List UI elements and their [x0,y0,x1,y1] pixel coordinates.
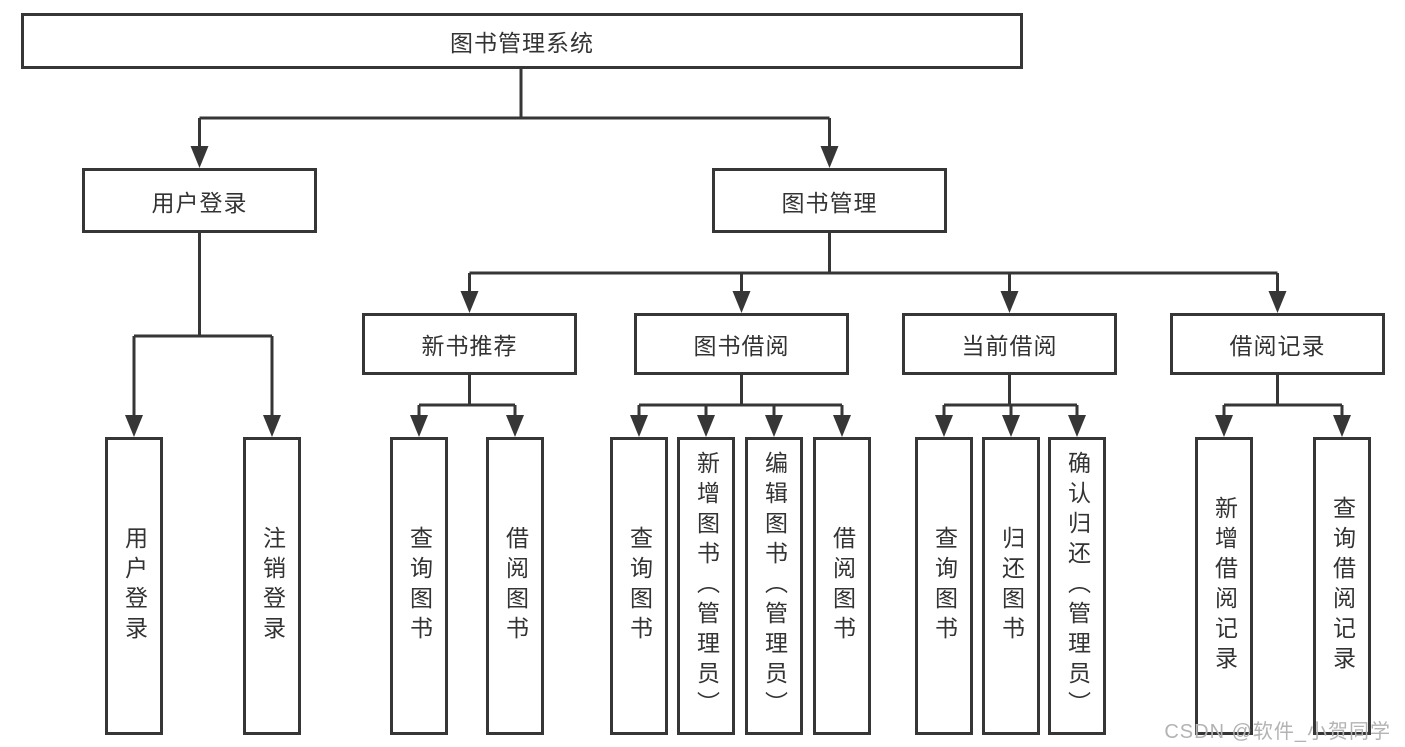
leaf-query-books-2: 查询图书 [610,437,668,735]
leaf-query-books-label: 查询图书 [406,526,433,646]
node-user-login-label: 用户登录 [151,189,248,216]
node-borrow-records-label: 借阅记录 [1229,333,1326,359]
leaf-return-book: 归还图书 [982,437,1040,735]
node-book-borrow: 图书借阅 [634,313,849,375]
leaf-query-books: 查询图书 [390,437,448,735]
leaf-user-login: 用户登录 [105,437,163,735]
leaf-confirm-return-admin-label: 确认归还（管理员） [1064,451,1091,721]
leaf-return-book-label: 归还图书 [998,526,1025,646]
node-user-login: 用户登录 [82,168,317,233]
leaf-add-book-admin: 新增图书（管理员） [677,437,735,735]
leaf-add-borrow-record-label: 新增借阅记录 [1211,496,1238,676]
leaf-user-login-label: 用户登录 [121,526,148,646]
leaf-borrow-books-2-label: 借阅图书 [829,526,856,646]
leaf-confirm-return-admin: 确认归还（管理员） [1048,437,1106,735]
leaf-logout: 注销登录 [243,437,301,735]
node-new-book-recommend: 新书推荐 [362,313,577,375]
watermark: CSDN @软件_小贺同学 [1164,721,1391,743]
leaf-query-books-2-label: 查询图书 [626,526,653,646]
node-current-borrow-label: 当前借阅 [961,333,1058,359]
node-library-system: 图书管理系统 [21,13,1023,69]
node-book-management-label: 图书管理 [781,189,878,216]
node-book-borrow-label: 图书借阅 [693,333,790,359]
leaf-edit-book-admin: 编辑图书（管理员） [745,437,803,735]
leaf-borrow-books: 借阅图书 [486,437,544,735]
leaf-query-borrow-record: 查询借阅记录 [1313,437,1371,735]
leaf-add-borrow-record: 新增借阅记录 [1195,437,1253,735]
node-current-borrow: 当前借阅 [902,313,1117,375]
node-borrow-records: 借阅记录 [1170,313,1385,375]
leaf-query-borrow-record-label: 查询借阅记录 [1329,496,1356,676]
leaf-logout-label: 注销登录 [259,526,286,646]
leaf-add-book-admin-label: 新增图书（管理员） [693,451,720,721]
leaf-borrow-books-label: 借阅图书 [502,526,529,646]
node-library-system-label: 图书管理系统 [450,30,594,56]
node-book-management: 图书管理 [712,168,947,233]
leaf-query-books-3-label: 查询图书 [931,526,958,646]
leaf-query-books-3: 查询图书 [915,437,973,735]
node-new-book-recommend-label: 新书推荐 [421,333,518,359]
leaf-edit-book-admin-label: 编辑图书（管理员） [761,451,788,721]
leaf-borrow-books-2: 借阅图书 [813,437,871,735]
